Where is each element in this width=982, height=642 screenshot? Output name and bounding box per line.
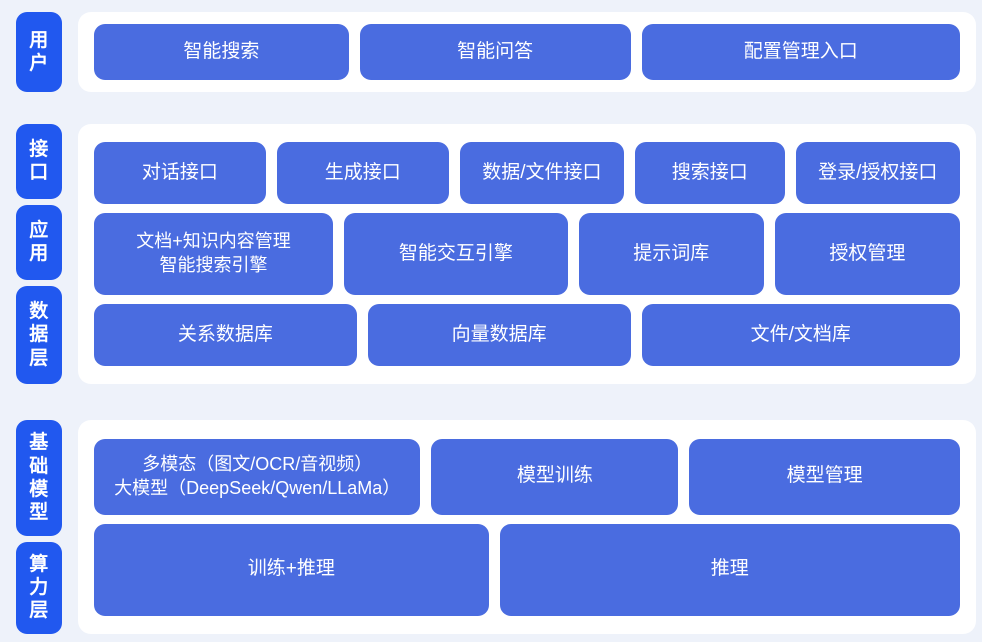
node-file-doc-store[interactable]: 文件/文档库 [641, 304, 961, 366]
node-relational-db[interactable]: 关系数据库 [94, 304, 357, 366]
node-auth-management[interactable]: 授权管理 [774, 213, 961, 295]
node-label: 向量数据库 [451, 323, 547, 345]
layer-label-char: 力 [29, 577, 49, 599]
node-label: 智能交互引擎 [398, 242, 513, 264]
layer-label-char: 层 [29, 347, 49, 369]
card-infrastructure: 多模态（图文/OCR/音视频） 大模型（DeepSeek/Qwen/LLaMa） 模… [78, 420, 976, 634]
layer-label-char: 算 [29, 554, 49, 576]
layer-label-char: 础 [29, 455, 49, 477]
node-train-and-infer[interactable]: 训练+推理 [94, 523, 489, 616]
node-label: 对话接口 [141, 161, 218, 183]
layer-label-user-layer: 用户 [16, 12, 62, 92]
layer-label-char: 户 [29, 53, 49, 74]
node-label: 关系数据库 [177, 323, 273, 345]
row-user-entry-row: 智能搜索 智能问答 配置管理入口 [94, 24, 960, 80]
node-label: 多模态（图文/OCR/音视频） [142, 453, 373, 474]
layer-label-interface-layer: 接口 [16, 124, 62, 199]
section-infrastructure: 基础模型算力层 多模态（图文/OCR/音视频） 大模型（DeepSeek/Qwen… [0, 412, 982, 642]
layer-label-char: 用 [29, 29, 49, 51]
node-label: 搜索接口 [671, 161, 748, 183]
node-search-api[interactable]: 搜索接口 [635, 142, 785, 204]
card-user: 智能搜索 智能问答 配置管理入口 [78, 12, 976, 92]
label-column-platform: 接口应用数据层 [0, 116, 78, 392]
row-interface-row: 对话接口 生成接口 数据/文件接口 搜索接口 登录/授权接口 [94, 142, 960, 204]
node-inference[interactable]: 推理 [499, 523, 960, 616]
layer-label-char: 据 [29, 324, 49, 346]
node-label: 提示词库 [633, 242, 710, 264]
layer-label-char: 模 [29, 478, 49, 500]
node-doc-knowledge-search[interactable]: 文档+知识内容管理智能搜索引擎 [94, 213, 334, 295]
node-label: 大模型（DeepSeek/Qwen/LLaMa） [114, 477, 401, 498]
layer-label-char: 口 [29, 162, 49, 184]
node-label: 智能搜索引擎 [159, 255, 268, 275]
node-model-management[interactable]: 模型管理 [689, 438, 960, 515]
node-generate-api[interactable]: 生成接口 [276, 142, 449, 204]
layer-label-char: 应 [29, 220, 49, 242]
label-column-infrastructure: 基础模型算力层 [0, 412, 78, 642]
node-interaction-engine[interactable]: 智能交互引擎 [344, 213, 568, 295]
layer-label-compute-layer: 算力层 [16, 541, 62, 635]
layer-label-char: 基 [29, 432, 49, 454]
node-label: 智能搜索 [183, 40, 260, 62]
node-config-management[interactable]: 配置管理入口 [641, 24, 960, 80]
layer-label-char: 数 [29, 301, 49, 323]
node-vector-db[interactable]: 向量数据库 [367, 304, 631, 366]
node-label: 配置管理入口 [743, 40, 858, 62]
layer-label-char: 用 [29, 243, 49, 265]
node-label: 文件/文档库 [750, 323, 851, 345]
node-smart-search[interactable]: 智能搜索 [94, 24, 349, 80]
node-label: 文档+知识内容管理 [136, 231, 291, 252]
node-login-auth-api[interactable]: 登录/授权接口 [795, 142, 960, 204]
layer-label-data-layer: 数据层 [16, 285, 62, 384]
node-smart-qa[interactable]: 智能问答 [359, 24, 631, 80]
node-label: 授权管理 [829, 242, 906, 264]
node-model-training[interactable]: 模型训练 [431, 438, 679, 515]
section-platform: 接口应用数据层 对话接口生成接口数据/文件接口搜索接口登录/授权接口文档+知识内… [0, 116, 982, 392]
layer-label-char: 层 [29, 600, 49, 622]
row-model-row: 多模态（图文/OCR/音视频） 大模型（DeepSeek/Qwen/LLaMa） 模… [94, 438, 960, 515]
row-data-row: 关系数据库 向量数据库 文件/文档库 [94, 304, 961, 366]
node-data-file-api[interactable]: 数据/文件接口 [459, 142, 625, 204]
node-label: 智能问答 [457, 40, 534, 62]
row-compute-row: 训练+推理 推理 [94, 523, 960, 616]
node-label: 数据/文件接口 [482, 161, 602, 183]
node-label: 登录/授权接口 [818, 161, 938, 183]
node-multimodal-llm[interactable]: 多模态（图文/OCR/音视频） 大模型（DeepSeek/Qwen/LLaMa） [94, 438, 421, 515]
node-prompt-library[interactable]: 提示词库 [578, 213, 764, 295]
layer-label-application-layer: 应用 [16, 204, 62, 280]
section-user: 用户 智能搜索 智能问答 配置管理入口 [0, 0, 982, 104]
row-application-row: 文档+知识内容管理智能搜索引擎 智能交互引擎 提示词库 授权管理 [94, 213, 961, 295]
label-column-user: 用户 [0, 0, 78, 104]
node-label: 模型训练 [516, 465, 593, 487]
node-dialog-api[interactable]: 对话接口 [94, 142, 266, 204]
layer-label-char: 型 [29, 501, 49, 523]
node-label: 推理 [710, 558, 749, 580]
node-label: 训练+推理 [247, 558, 335, 580]
card-platform: 对话接口 生成接口 数据/文件接口 搜索接口 登录/授权接口文档+知识内容管理智能搜索引… [78, 124, 976, 384]
layer-label-foundation-model-layer: 基础模型 [16, 420, 62, 536]
layer-label-char: 接 [29, 139, 49, 161]
node-label: 模型管理 [786, 465, 863, 487]
node-label: 生成接口 [324, 161, 401, 183]
